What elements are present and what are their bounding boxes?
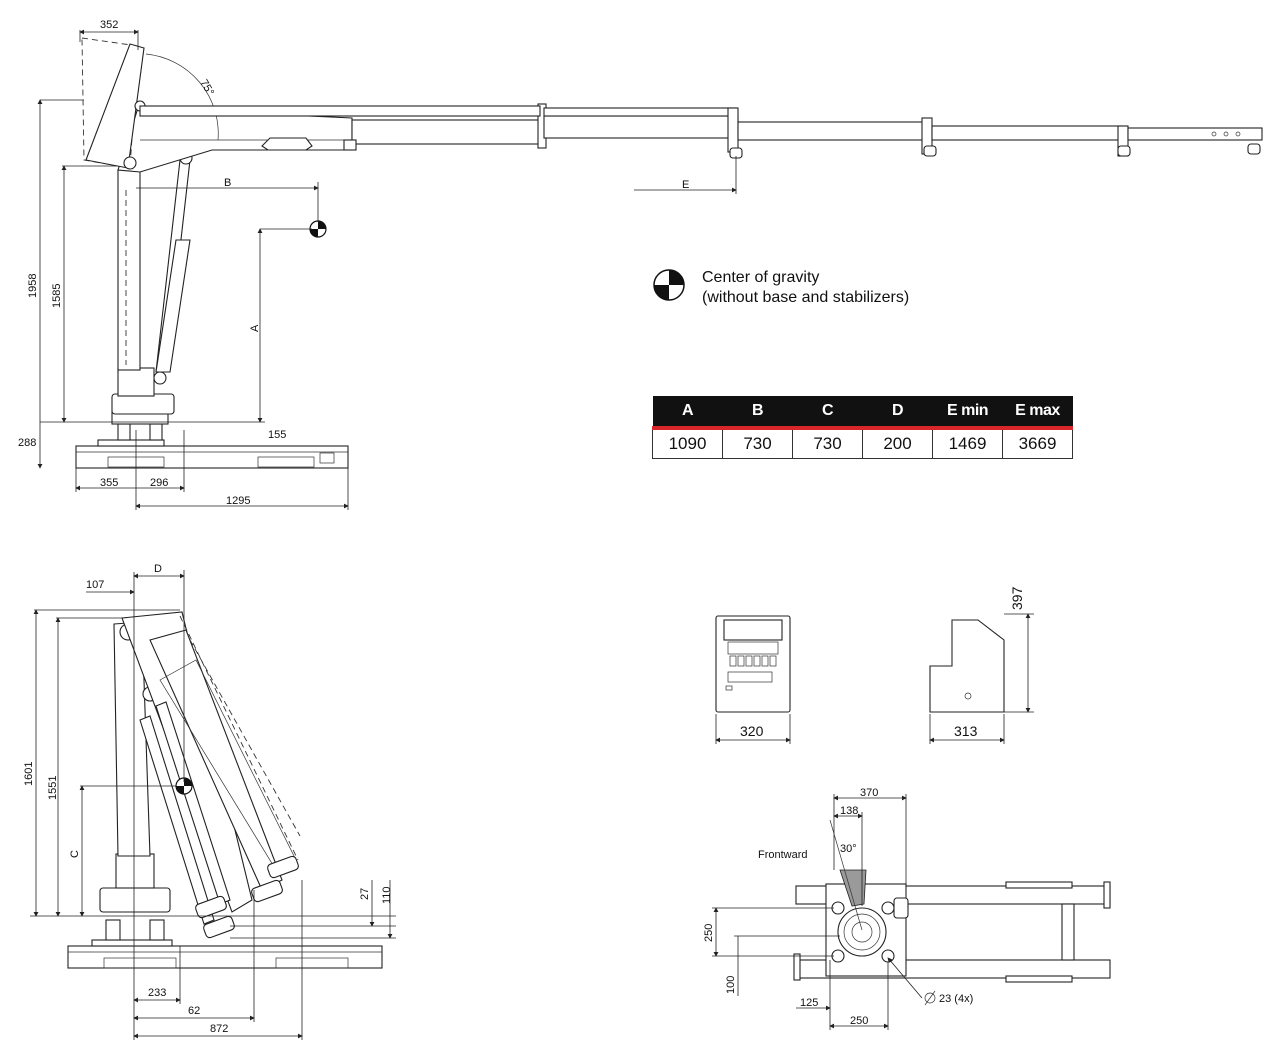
value-b: 730 bbox=[722, 427, 793, 459]
header-c: C bbox=[792, 396, 863, 430]
dim-27: 27 bbox=[359, 888, 371, 900]
top-view-dim-370: 370 bbox=[860, 787, 878, 799]
dim-a: A bbox=[249, 324, 261, 332]
dim-62: 62 bbox=[188, 1005, 200, 1017]
base-beam bbox=[75, 445, 349, 469]
dim-233: 233 bbox=[148, 987, 166, 999]
value-a: 1090 bbox=[652, 427, 723, 459]
top-view-dim-125: 125 bbox=[800, 997, 818, 1009]
dim-base-355: 355 bbox=[100, 477, 118, 489]
dim-plate-155: 155 bbox=[268, 429, 286, 441]
value-e-max: 3669 bbox=[1002, 427, 1073, 459]
top-view-dim-100: 100 bbox=[725, 976, 737, 994]
top-view-angle-30: 30° bbox=[840, 843, 857, 855]
legend-line-2: (without base and stabilizers) bbox=[702, 289, 910, 306]
dim-angle-75: 75° bbox=[197, 78, 216, 98]
header-a: A bbox=[652, 396, 723, 430]
control-box-width-313: 313 bbox=[954, 723, 978, 739]
folded-base-beam bbox=[67, 945, 383, 969]
center-of-gravity-marker bbox=[309, 220, 327, 238]
legend-line-1: Center of gravity bbox=[702, 269, 820, 286]
crane-folded-view: 107 D 1601 1551 C 27 110 233 62 872 bbox=[23, 563, 396, 1040]
frontward-label: Frontward bbox=[758, 849, 808, 861]
control-box-side-view: 313 397 bbox=[929, 586, 1034, 744]
top-view-dim-250-vertical: 250 bbox=[703, 924, 715, 942]
dim-base-height-288: 288 bbox=[18, 437, 36, 449]
value-e-min: 1469 bbox=[932, 427, 1003, 459]
dimension-table-header-row: A B C D E min E max bbox=[652, 396, 1073, 430]
header-d: D bbox=[862, 396, 933, 430]
top-view-dim-250-horizontal: 250 bbox=[850, 1015, 868, 1027]
dim-b: B bbox=[224, 177, 231, 189]
dim-872: 872 bbox=[210, 1023, 228, 1035]
header-e-min: E min bbox=[932, 396, 1003, 430]
control-box-front-view: 320 bbox=[715, 615, 791, 744]
center-of-gravity-icon bbox=[653, 269, 685, 301]
dim-base-296: 296 bbox=[150, 477, 168, 489]
dim-110: 110 bbox=[381, 886, 393, 904]
dim-height-1958: 1958 bbox=[27, 274, 39, 298]
top-view-dim-138: 138 bbox=[840, 805, 858, 817]
dim-d: D bbox=[154, 563, 162, 575]
value-c: 730 bbox=[792, 427, 863, 459]
dim-offset-107: 107 bbox=[86, 579, 104, 591]
dim-height-1551: 1551 bbox=[47, 776, 59, 800]
dim-height-1585: 1585 bbox=[51, 284, 63, 308]
folded-center-of-gravity-marker bbox=[175, 777, 193, 795]
dim-top-width: 352 bbox=[100, 19, 118, 31]
hole-diameter-label: 23 (4x) bbox=[939, 993, 973, 1005]
control-box-height-397: 397 bbox=[1009, 586, 1025, 610]
header-e-max: E max bbox=[1002, 396, 1073, 430]
control-box-width-320: 320 bbox=[740, 723, 764, 739]
value-d: 200 bbox=[862, 427, 933, 459]
dim-e: E bbox=[682, 179, 689, 191]
crane-side-view: 352 75° 1958 1585 288 155 B A E 355 296 … bbox=[18, 19, 1263, 510]
header-b: B bbox=[722, 396, 793, 430]
dim-c: C bbox=[69, 850, 81, 858]
dim-base-1295: 1295 bbox=[226, 495, 250, 507]
base-top-view: 370 138 30° Frontward 250 100 125 250 23… bbox=[703, 787, 1111, 1030]
dimension-table: A B C D E min E max 1090 730 730 200 146… bbox=[652, 396, 1073, 459]
dim-height-1601: 1601 bbox=[23, 762, 35, 786]
center-of-gravity-legend: Center of gravity (without base and stab… bbox=[652, 268, 909, 308]
dimension-table-value-row: 1090 730 730 200 1469 3669 bbox=[652, 427, 1073, 459]
diameter-icon bbox=[924, 990, 936, 1006]
